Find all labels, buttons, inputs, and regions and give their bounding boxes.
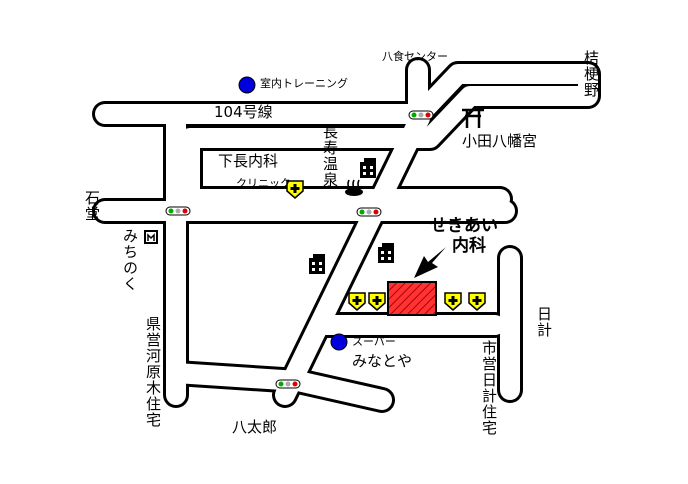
michinoku-icon <box>144 230 158 244</box>
blue-dot-marker-icon <box>238 76 256 94</box>
kikyono-label: 桔梗野 <box>582 50 600 98</box>
traffic-signal-icon <box>165 206 191 216</box>
destination-sekiai-naika[interactable] <box>387 281 437 316</box>
torii-icon <box>462 108 484 128</box>
oda-hachimangu-label: 小田八幡宮 <box>462 132 538 150</box>
supermarket-label-2: みなとや <box>352 352 413 370</box>
building-icon <box>360 158 376 178</box>
kenei-kawaragi-label: 県営河原木住宅 <box>144 316 162 428</box>
ishido-label: 石堂 <box>83 190 101 222</box>
hikei-label: 日計 <box>535 306 553 338</box>
traffic-signal-icon <box>408 110 434 120</box>
hikei-jutaku-label: 市営日計住宅 <box>480 340 498 436</box>
shimonagauchi-clinic-label-1: 下長内科 <box>218 152 279 170</box>
shimonagauchi-clinic-label-2: クリニック <box>236 177 291 190</box>
hospital-cross-icon <box>286 180 304 199</box>
hospital-cross-icon <box>444 292 462 311</box>
hachishoku-center-label: 八食センター <box>382 50 448 63</box>
roads-fill <box>95 60 598 410</box>
shitsunai-training-label: 室内トレーニング <box>260 77 348 90</box>
pointer-arrow-icon <box>414 247 446 278</box>
building-icon <box>309 254 325 274</box>
supermarket-label-1: スーパー <box>352 335 396 348</box>
michinoku-label: みちのく <box>121 228 139 292</box>
hospital-cross-icon <box>368 292 386 311</box>
hospital-cross-icon <box>468 292 486 311</box>
building-icon <box>378 243 394 263</box>
hattaro-label: 八太郎 <box>232 418 278 436</box>
traffic-signal-icon <box>275 379 301 389</box>
sekiai-naika-label-2[interactable]: 内科 <box>452 236 486 256</box>
traffic-signal-icon <box>356 207 382 217</box>
blue-dot-marker-icon <box>330 333 348 351</box>
nagasu-onsen-label: 長寿温泉 <box>321 124 339 188</box>
sekiai-naika-label-1[interactable]: せきあい <box>430 216 498 236</box>
road-104-label: 104号線 <box>214 103 273 121</box>
hot-spring-icon <box>345 179 363 196</box>
hospital-cross-icon <box>348 292 366 311</box>
